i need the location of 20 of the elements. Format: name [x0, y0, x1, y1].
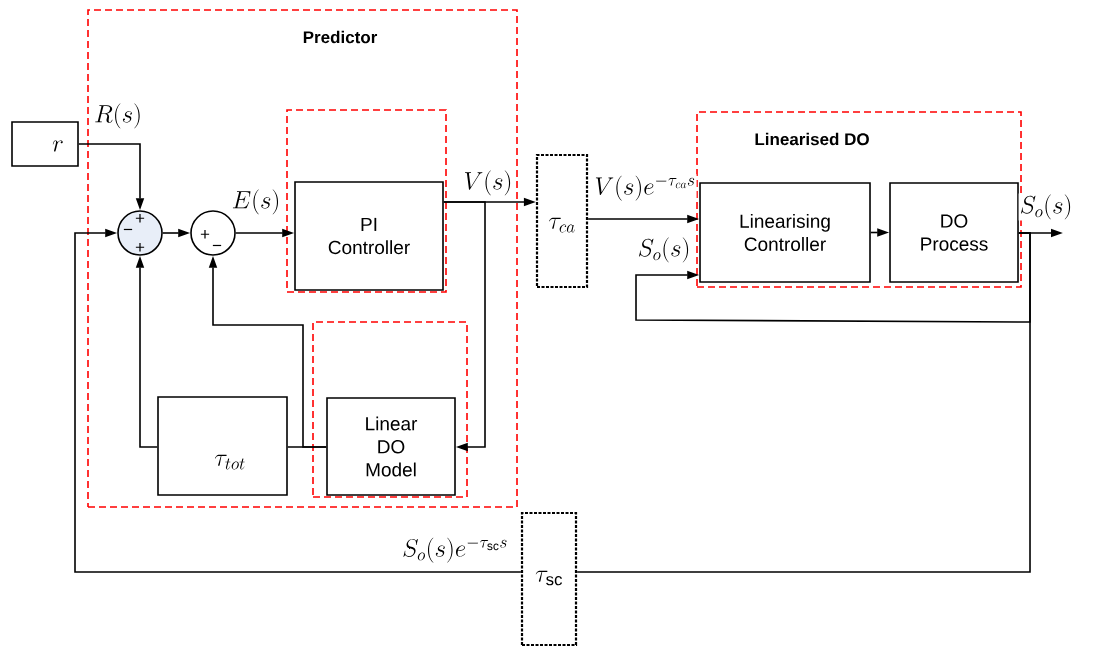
signal-label: $V(s)$	[462, 169, 514, 197]
signal-label: $S_o(s)e^{-\tau_{\mathrm{sc}}s}$	[401, 536, 509, 564]
delay-block: $\tau_{ca}$	[535, 153, 589, 289]
signal-arrow	[443, 201, 486, 452]
controller-block: PI Controller	[294, 181, 444, 291]
summing-junction: + − +	[117, 210, 163, 256]
delay-block: $\tau_{\mathrm{sc}}$	[520, 511, 578, 647]
process-block: DO Process	[889, 182, 1019, 283]
dashed-region	[312, 321, 468, 498]
summing-junction: + −	[190, 210, 236, 256]
input-block: $r$	[11, 121, 79, 167]
dashed-region	[286, 109, 447, 293]
signal-label: $R(s)$	[93, 102, 143, 130]
signal-label: $S_o(s)$	[636, 236, 692, 264]
controller-block: Linearising Controller	[699, 182, 871, 283]
signal-label: $V(s)e^{-\tau_{ca}s}$	[593, 174, 697, 202]
model-block: Linear DO Model	[326, 397, 456, 496]
signal-arrow	[74, 228, 522, 573]
delay-block: $\tau_{tot}$	[157, 396, 288, 496]
signal-label: $S_o(s)$	[1018, 193, 1074, 221]
